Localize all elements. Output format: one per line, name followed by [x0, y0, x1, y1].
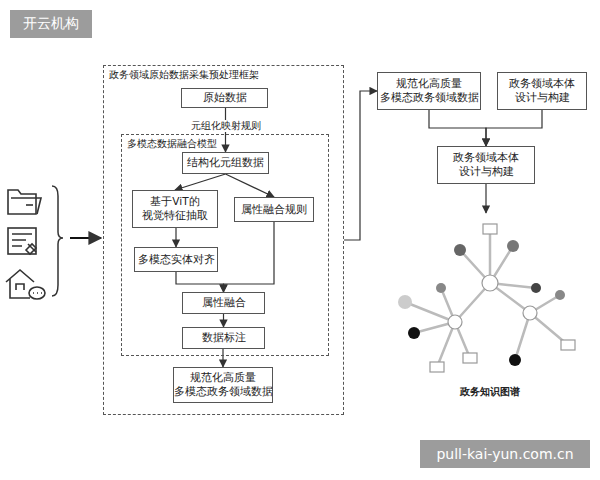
graph-hub [523, 306, 537, 320]
chat-bubble [29, 287, 45, 299]
graph-links [455, 232, 536, 322]
process-box: 规范化高质量 多模态政务领域数据 [377, 72, 481, 110]
process-box: 数据标注 [182, 327, 265, 349]
process-box: 原始数据 [181, 88, 268, 108]
folder-flap [11, 198, 41, 214]
document-shape [8, 228, 36, 254]
watermark: 开云机构 [10, 10, 92, 38]
graph-links [515, 295, 568, 360]
flow-arrow [222, 349, 223, 367]
group-frame: 多模态数据融合模型结构化元组数据基于ViT的 视觉特征抽取 属性融合规则多模态实体… [121, 134, 329, 356]
box-text: 政务领域本体 设计与构建 [440, 151, 532, 178]
graph-hub [482, 275, 498, 291]
flow-arrow [176, 272, 224, 292]
box-text: 属性融合 [202, 296, 246, 310]
process-box: 结构化元组数据 [182, 152, 269, 174]
edge-label: 元组化映射规则 [189, 120, 263, 132]
box-text: 数据标注 [202, 331, 246, 345]
flow-arrow [223, 314, 224, 327]
watermark: pull-kai-yun.com.cn [420, 440, 590, 468]
flow-arrow [175, 174, 226, 190]
gavel-shape [26, 244, 36, 254]
bracket [52, 186, 63, 296]
document-icon [8, 228, 36, 254]
group-heading: 政务领域原始数据采集预处理框架 [109, 69, 259, 81]
box-text: 属性融合规则 [241, 203, 307, 217]
box-text: 多模态实体对齐 [138, 253, 215, 267]
graph-node [408, 327, 420, 339]
box-text: 规范化高质量 多模态政务领域数据 [174, 371, 273, 398]
graph-node [398, 295, 412, 309]
graph-node [555, 290, 565, 300]
box-text: 原始数据 [203, 91, 247, 105]
process-box: 政务领域本体 设计与构建 [497, 72, 587, 110]
graph-doc-node [561, 340, 575, 350]
graph-links [405, 288, 470, 367]
input-arrow [70, 237, 101, 239]
graph-doc-node [430, 362, 444, 372]
flow-arrow [429, 110, 486, 146]
graph-hub [448, 315, 462, 329]
flow-arrow [224, 222, 275, 292]
group-heading: 多模态数据融合模型 [127, 138, 217, 150]
box-text: 规范化高质量 多模态政务领域数据 [380, 77, 479, 104]
house-icon [6, 270, 45, 299]
process-box: 多模态实体对齐 [134, 247, 218, 272]
graph-arrow [485, 184, 486, 213]
graph-node [454, 244, 466, 256]
folder-line [26, 204, 33, 206]
graph-node [507, 240, 519, 252]
house-door [16, 284, 24, 290]
flow-arrow [175, 228, 176, 247]
box-text: 结构化元组数据 [187, 156, 264, 170]
knowledge-graph [405, 232, 568, 367]
box-text: 基于ViT的 视觉特征抽取 [135, 195, 215, 222]
flow-arrow [226, 174, 275, 197]
flow-arrow [486, 110, 542, 146]
process-box: 政务领域本体 设计与构建 [437, 146, 535, 184]
box-text: 政务领域本体 设计与构建 [500, 77, 584, 104]
chat-dots [33, 292, 42, 294]
graph-node [436, 283, 446, 293]
process-box: 属性融合规则 [234, 197, 314, 222]
graph-doc-node [483, 224, 497, 234]
process-box: 规范化高质量 多模态政务领域数据 [173, 367, 273, 403]
process-box: 基于ViT的 视觉特征抽取 [132, 190, 218, 228]
graph-node [509, 354, 521, 366]
graph-nodes [398, 224, 575, 372]
folder-icon [8, 190, 41, 214]
caption-label: 政务知识图谱 [440, 384, 540, 400]
folder-shape [8, 190, 36, 214]
flow-arrow [344, 91, 377, 240]
group-frame: 政务领域原始数据采集预处理框架原始数据多模态数据融合模型结构化元组数据基于ViT… [103, 65, 344, 415]
graph-doc-node [463, 353, 477, 363]
process-box: 属性融合 [182, 292, 265, 314]
graph-node [531, 283, 541, 293]
